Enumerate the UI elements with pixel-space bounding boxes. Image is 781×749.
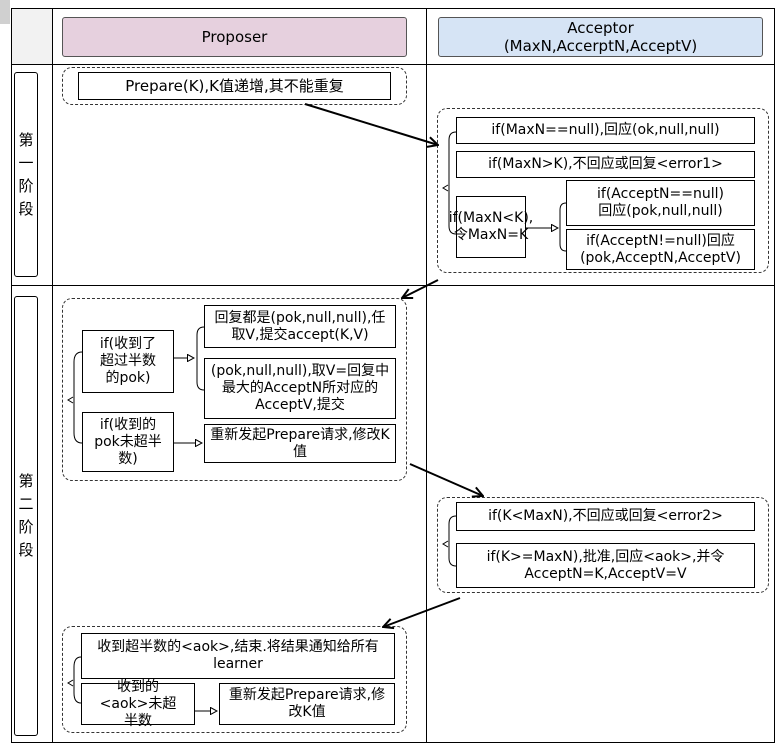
aok-half-box: 收到超半数的<aok>,结束.将结果通知给所有learner bbox=[81, 633, 395, 679]
table-right-border bbox=[774, 8, 775, 743]
phase2-label-text: 第二阶段 bbox=[18, 472, 34, 559]
restart2-box: 重新发起Prepare请求,修改K值 bbox=[219, 683, 395, 725]
acceptn-notnull-text: if(AcceptN!=null)回应(pok,AcceptN,AcceptV) bbox=[580, 232, 741, 266]
aok-not-half-box: 收到的<aok>未超半数 bbox=[81, 679, 195, 729]
prepare-box: Prepare(K),K值递增,其不能重复 bbox=[78, 72, 391, 100]
all-null-box: 回复都是(pok,null,null),任取V,提交accept(K,V) bbox=[204, 305, 396, 348]
acceptor-header-state: (MaxN,AccerptN,AcceptV) bbox=[503, 37, 698, 55]
k-ge-text: if(K>=MaxN),批准,回应<aok>,并令AcceptN=K,Accep… bbox=[486, 548, 725, 582]
middle-column-border bbox=[426, 8, 427, 743]
take-max-text: (pok,null,null),取V=回复中最大的AcceptN所对应的Acce… bbox=[210, 363, 390, 413]
proposer-header-label: Proposer bbox=[201, 28, 268, 46]
restart2-text: 重新发起Prepare请求,修改K值 bbox=[228, 687, 386, 720]
table-left-border bbox=[11, 8, 12, 743]
acceptor-header-title: Acceptor bbox=[567, 19, 634, 37]
phase1-label: 第一阶段 bbox=[14, 72, 38, 277]
arrow-promise-to-proposer bbox=[402, 279, 439, 298]
maxn-less-box: if(MaxN<K),令MaxN=K bbox=[449, 196, 533, 258]
maxn-greater-box: if(MaxN>K),不回应或回复<error1> bbox=[456, 151, 755, 178]
phase2-label: 第二阶段 bbox=[14, 296, 38, 736]
maxn-null-text: if(MaxN==null),回应(ok,null,null) bbox=[491, 122, 720, 138]
acceptor-header: Acceptor (MaxN,AccerptN,AcceptV) bbox=[438, 17, 763, 57]
acceptn-null-box: if(AcceptN==null)回应(pok,null,null) bbox=[566, 180, 755, 226]
table-top-border bbox=[11, 8, 774, 9]
header-row-border bbox=[11, 64, 774, 65]
label-column-border bbox=[52, 8, 53, 743]
phase1-acceptor-group bbox=[437, 108, 769, 273]
arrow-accepted-to-proposer bbox=[383, 597, 461, 627]
phase2-acceptor-group bbox=[437, 497, 769, 593]
acceptn-notnull-box: if(AcceptN!=null)回应(pok,AcceptN,AcceptV) bbox=[566, 229, 755, 270]
k-ge-box: if(K>=MaxN),批准,回应<aok>,并令AcceptN=K,Accep… bbox=[456, 543, 755, 588]
over-half-text: if(收到了超过半数的pok) bbox=[99, 336, 157, 386]
maxn-null-box: if(MaxN==null),回应(ok,null,null) bbox=[456, 117, 755, 144]
not-half-box: if(收到的pok未超半数) bbox=[82, 412, 174, 472]
restart1-box: 重新发起Prepare请求,修改K值 bbox=[204, 424, 396, 463]
prepare-group bbox=[62, 67, 407, 105]
final-result-group bbox=[62, 626, 407, 733]
prepare-text: Prepare(K),K值递增,其不能重复 bbox=[125, 76, 344, 95]
window-corner bbox=[0, 0, 10, 24]
aok-half-text: 收到超半数的<aok>,结束.将结果通知给所有learner bbox=[97, 639, 379, 672]
arrow-prepare-to-acceptor bbox=[304, 103, 438, 145]
all-null-text: 回复都是(pok,null,null),任取V,提交accept(K,V) bbox=[214, 309, 386, 343]
phase-row-border bbox=[11, 285, 774, 286]
maxn-less-text: if(MaxN<K),令MaxN=K bbox=[448, 210, 534, 243]
arrow-accept-to-acceptor bbox=[409, 463, 483, 496]
take-max-box: (pok,null,null),取V=回复中最大的AcceptN所对应的Acce… bbox=[204, 358, 396, 419]
k-less-box: if(K<MaxN),不回应或回复<error2> bbox=[456, 502, 755, 531]
not-half-text: if(收到的pok未超半数) bbox=[94, 416, 162, 467]
phase1-label-text: 第一阶段 bbox=[18, 130, 34, 218]
k-less-text: if(K<MaxN),不回应或回复<error2> bbox=[488, 508, 723, 524]
over-half-box: if(收到了超过半数的pok) bbox=[82, 330, 174, 393]
aok-not-half-text: 收到的<aok>未超半数 bbox=[99, 678, 177, 729]
proposer-header: Proposer bbox=[62, 17, 407, 57]
phase2-proposer-group bbox=[62, 298, 407, 481]
maxn-greater-text: if(MaxN>K),不回应或回复<error1> bbox=[488, 156, 723, 172]
table-bottom-border bbox=[11, 742, 774, 743]
corner-cell bbox=[11, 8, 52, 64]
acceptn-null-text: if(AcceptN==null)回应(pok,null,null) bbox=[597, 186, 724, 219]
restart1-text: 重新发起Prepare请求,修改K值 bbox=[210, 426, 390, 460]
